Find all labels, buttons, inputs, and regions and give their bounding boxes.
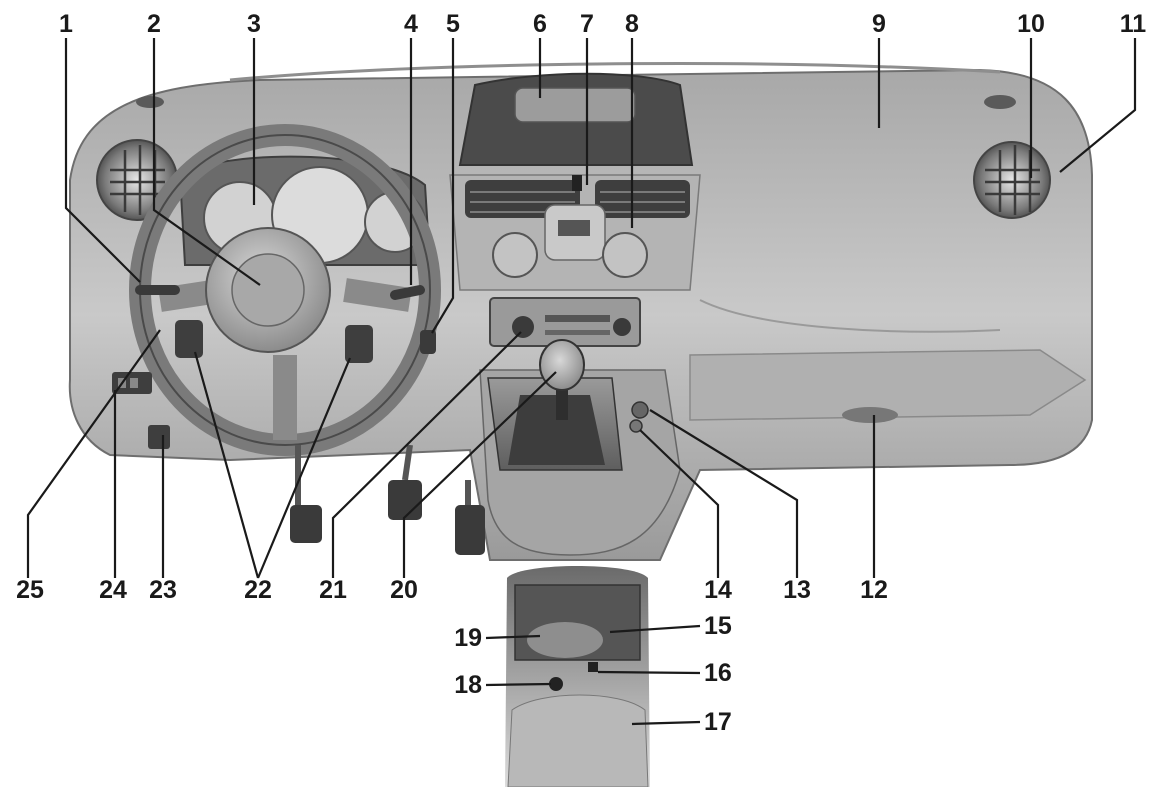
centre-stack — [449, 174, 701, 291]
callout-12: 12 — [860, 576, 888, 604]
callout-13: 13 — [783, 576, 811, 604]
callout-21: 21 — [319, 576, 347, 604]
callout-10: 10 — [1017, 10, 1045, 38]
callout-11: 11 — [1120, 10, 1147, 38]
callout-1: 1 — [59, 10, 73, 38]
lower-console — [479, 339, 681, 556]
callout-3: 3 — [247, 10, 261, 38]
callout-19: 19 — [454, 624, 482, 652]
callout-2: 2 — [147, 10, 161, 38]
leader-lines — [26, 38, 1137, 726]
callout-25: 25 — [16, 576, 44, 604]
callout-24: 24 — [99, 576, 127, 604]
central-display-hood — [458, 72, 694, 166]
callout-6: 6 — [533, 10, 547, 38]
radio-unit — [489, 297, 641, 347]
callout-18: 18 — [454, 671, 482, 699]
armrest-console — [505, 566, 650, 787]
callout-23: 23 — [149, 576, 177, 604]
callout-16: 16 — [704, 659, 732, 687]
callout-labels: 1 2 3 4 5 6 7 8 9 10 11 12 13 14 15 16 1… — [16, 10, 1146, 736]
right-air-vent — [973, 141, 1051, 219]
callout-4: 4 — [404, 10, 418, 38]
callout-7: 7 — [580, 10, 594, 38]
pedals — [290, 444, 485, 555]
callout-8: 8 — [625, 10, 639, 38]
callout-14: 14 — [704, 576, 732, 604]
callout-9: 9 — [872, 10, 886, 38]
callout-17: 17 — [704, 708, 732, 736]
callout-22: 22 — [244, 576, 272, 604]
callout-5: 5 — [446, 10, 460, 38]
callout-20: 20 — [390, 576, 418, 604]
callout-15: 15 — [704, 612, 732, 640]
steering-wheel — [129, 124, 441, 456]
